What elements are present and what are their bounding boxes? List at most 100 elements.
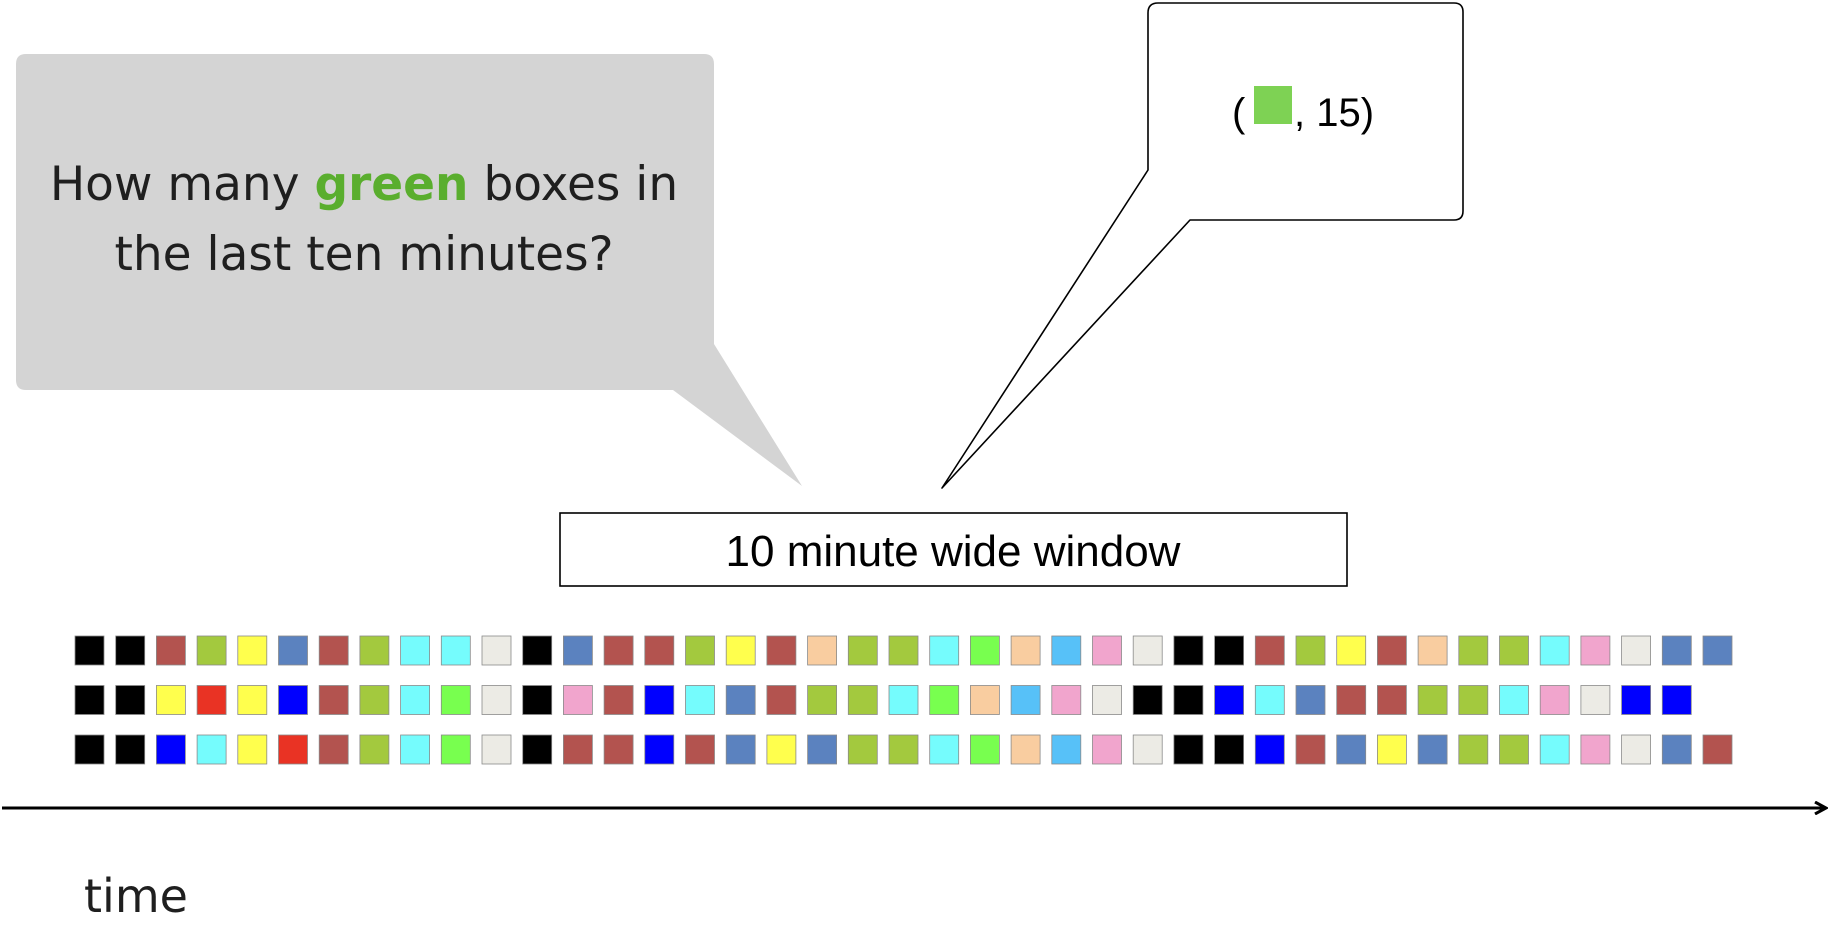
stream-box (1377, 734, 1407, 765)
stream-box (1499, 635, 1529, 666)
stream-box (1580, 685, 1611, 715)
stream-box (1214, 734, 1244, 765)
stream-box (522, 734, 553, 765)
answer-callout (941, 2, 1464, 489)
stream-box (847, 635, 878, 666)
stream-box (318, 685, 349, 715)
stream-box (685, 635, 715, 666)
stream-box (1132, 635, 1163, 666)
stream-box (1254, 635, 1285, 666)
stream-box (563, 685, 593, 715)
question-text-line-2: the last ten minutes? (114, 227, 613, 282)
stream-box (196, 734, 227, 765)
stream-box (1173, 734, 1204, 765)
stream-box (563, 635, 593, 666)
stream-box (359, 635, 390, 666)
time-axis-label: time (84, 869, 188, 923)
stream-box (970, 734, 1000, 765)
stream-box (807, 734, 837, 765)
stream-box (603, 734, 634, 765)
stream-box (237, 685, 268, 715)
stream-box (1214, 685, 1244, 715)
stream-box (725, 685, 756, 715)
stream-box (1417, 685, 1448, 715)
stream-box (400, 685, 431, 715)
stream-box (1417, 635, 1448, 666)
answer-open-paren: ( (1232, 91, 1246, 135)
stream-box (1377, 685, 1407, 715)
stream-box (1132, 685, 1163, 715)
stream-box (603, 685, 634, 715)
stream-box (115, 685, 146, 715)
stream-box (1702, 734, 1733, 765)
stream-box (1458, 635, 1489, 666)
stream-box (725, 734, 756, 765)
stream-box (196, 635, 227, 666)
stream-box (522, 635, 553, 666)
stream-box (1173, 685, 1204, 715)
stream-box (644, 635, 675, 666)
stream-box (278, 635, 308, 666)
stream-box (440, 685, 471, 715)
answer-count: , 15) (1294, 91, 1374, 135)
stream-box (847, 734, 878, 765)
stream-box (929, 635, 960, 666)
stream-box (1621, 734, 1651, 765)
stream-box (888, 685, 919, 715)
stream-box (1377, 635, 1407, 666)
stream-box (1539, 685, 1570, 715)
question-speech-bubble (16, 54, 802, 486)
stream-box (359, 734, 390, 765)
stream-box (359, 685, 390, 715)
stream-box (603, 635, 634, 666)
stream-box (1254, 685, 1285, 715)
stream-box (847, 685, 878, 715)
stream-box (888, 734, 919, 765)
stream-box (644, 734, 675, 765)
stream-box (1295, 635, 1326, 666)
stream-box (155, 635, 186, 666)
stream-box (278, 685, 308, 715)
stream-box (970, 685, 1000, 715)
stream-box (685, 734, 715, 765)
stream-box (888, 635, 919, 666)
stream-box (766, 635, 797, 666)
stream-box (74, 635, 105, 666)
stream-box (74, 734, 105, 765)
stream-box (644, 685, 675, 715)
stream-box (1417, 734, 1448, 765)
question-prefix: How many (50, 157, 315, 212)
window-label-box (559, 512, 1348, 587)
stream-box (1702, 635, 1733, 666)
stream-box (1010, 635, 1041, 666)
stream-box (1010, 734, 1041, 765)
stream-box (1254, 734, 1285, 765)
stream-box (481, 685, 512, 715)
stream-box (807, 685, 837, 715)
stream-box (1051, 685, 1082, 715)
stream-box (807, 635, 837, 666)
stream-box (1092, 635, 1122, 666)
stream-box (481, 734, 512, 765)
stream-box (481, 635, 512, 666)
stream-box (1336, 734, 1367, 765)
stream-box (1661, 635, 1692, 666)
stream-box (1295, 734, 1326, 765)
stream-box (929, 734, 960, 765)
stream-box (1580, 635, 1611, 666)
stream-box (1092, 685, 1122, 715)
stream-box (766, 734, 797, 765)
stream-box (1499, 685, 1529, 715)
box-stream (74, 635, 1733, 765)
stream-box (970, 635, 1000, 666)
stream-box (1458, 734, 1489, 765)
question-text-line-1: How many green boxes in (50, 157, 678, 212)
question-suffix: boxes in (469, 157, 679, 212)
stream-box (318, 635, 349, 666)
stream-box (563, 734, 593, 765)
stream-box (1580, 734, 1611, 765)
stream-box (1458, 685, 1489, 715)
question-highlight-green: green (314, 157, 468, 212)
stream-box (1621, 685, 1651, 715)
